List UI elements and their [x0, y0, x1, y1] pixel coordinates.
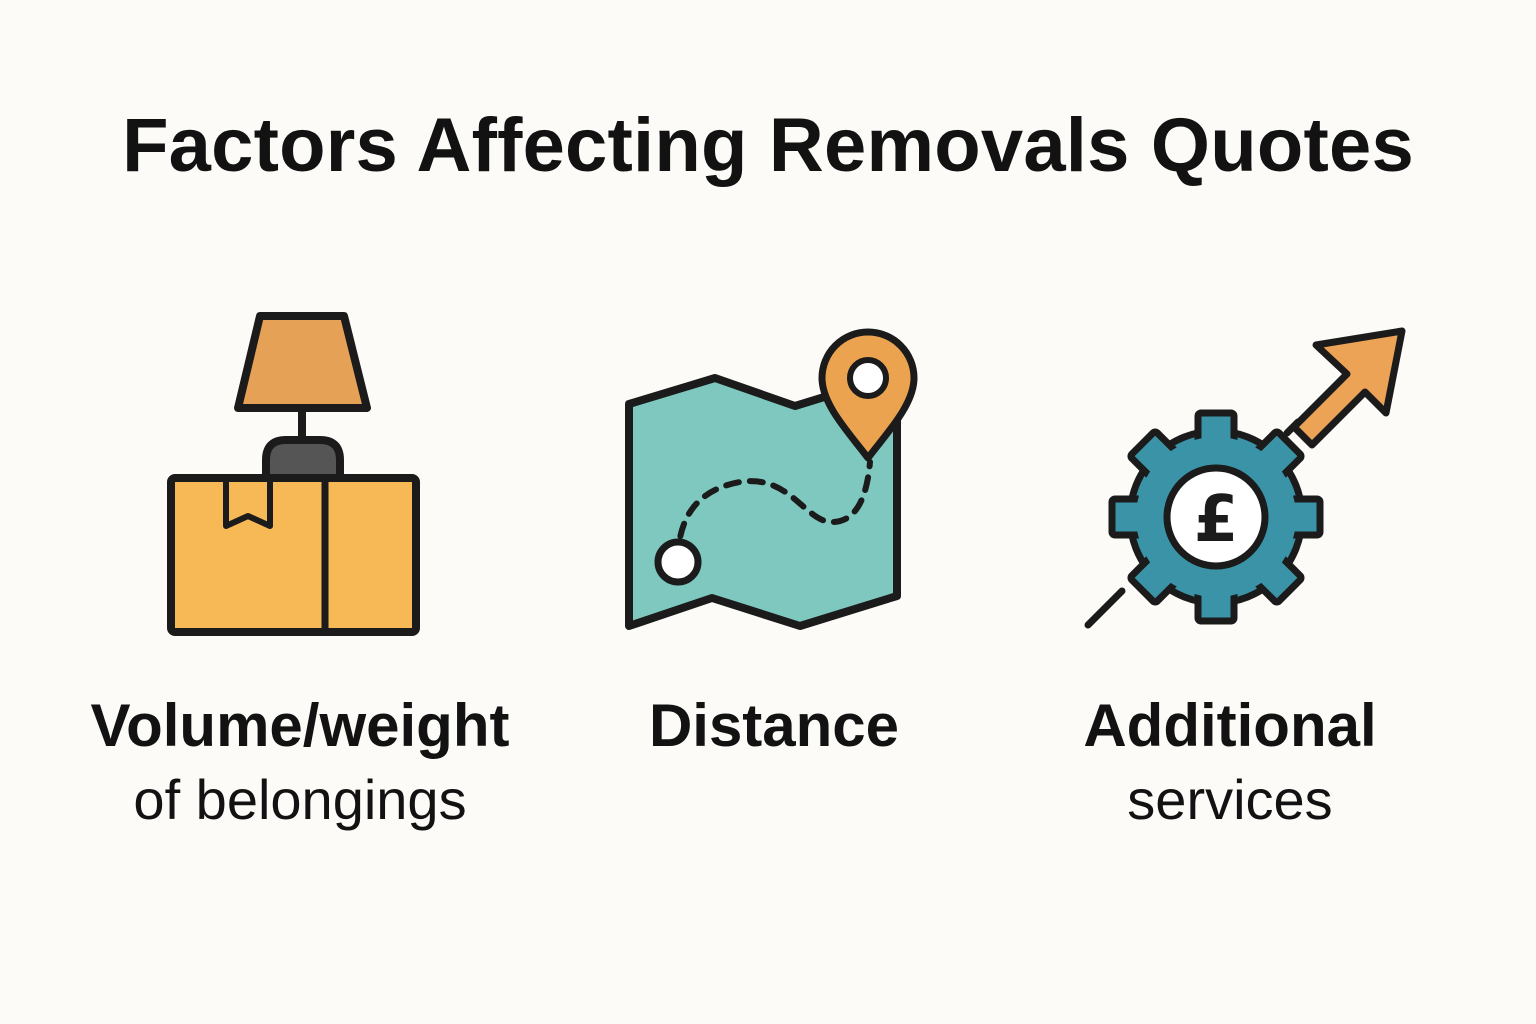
box-with-lamp-icon — [167, 312, 420, 636]
factor-volume-title: Volume/weight — [90, 692, 510, 759]
factor-volume-subtitle: of belongings — [133, 768, 467, 831]
lamp-base — [262, 436, 344, 482]
lamp-shade — [234, 312, 371, 412]
growth-trail-dash — [1283, 418, 1302, 437]
box-tape-tab — [223, 478, 273, 529]
factor-services-subtitle: services — [1127, 768, 1333, 831]
page-title: Factors Affecting Removals Quotes — [122, 103, 1414, 188]
route-path — [675, 459, 873, 563]
location-pin-hole — [847, 357, 889, 399]
growth-trail — [1084, 587, 1126, 629]
factor-services-title: Additional — [1083, 692, 1377, 759]
pound-sign: £ — [1194, 483, 1239, 557]
cardboard-box — [167, 474, 420, 636]
route-start-point — [654, 538, 702, 586]
service-gear — [1108, 409, 1324, 625]
gear-inner-ring — [1163, 464, 1269, 570]
pound-gear-arrow-icon: £ — [1084, 327, 1406, 629]
map-route-icon — [625, 328, 918, 630]
growth-arrow — [1290, 327, 1406, 449]
factor-distance-title: Distance — [648, 692, 900, 759]
